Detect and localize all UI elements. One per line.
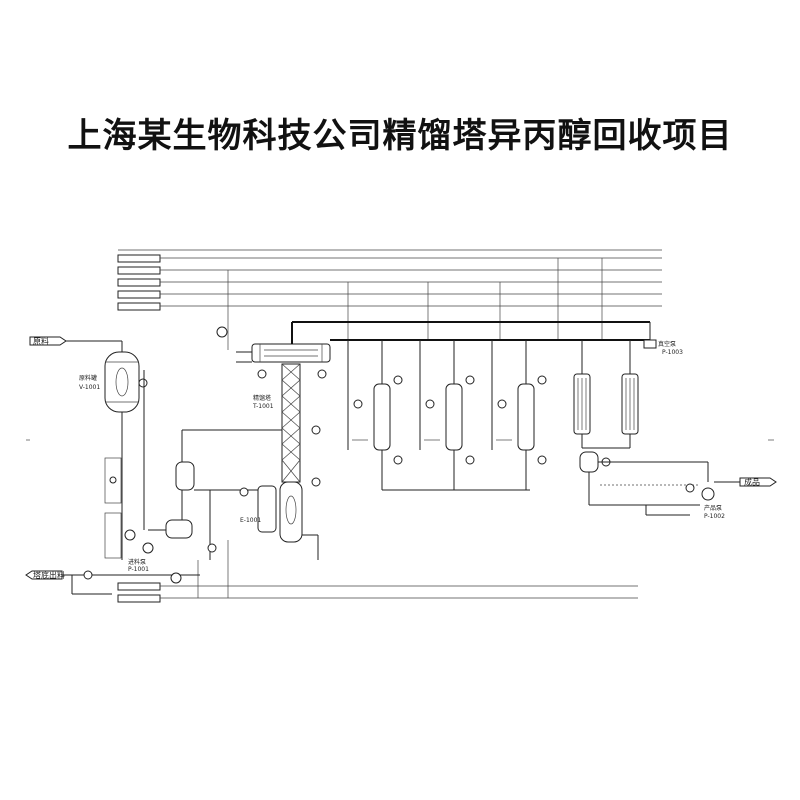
reflux-drum: E-1001 bbox=[165, 461, 319, 560]
column-name: 精馏塔 bbox=[253, 394, 271, 402]
heat-exchangers bbox=[573, 340, 639, 449]
vacuum-pump-name: 真空泵 bbox=[658, 340, 676, 348]
vacuum-pump: 真空泵 P-1003 bbox=[643, 322, 683, 356]
bottom-header-lines bbox=[117, 540, 638, 603]
feed-pump-name: 进料泵 bbox=[128, 558, 146, 566]
feed-pump-tag: P-1001 bbox=[128, 566, 149, 573]
product-pump-tag: P-1002 bbox=[704, 513, 725, 520]
product-pump-name: 产品泵 bbox=[704, 504, 722, 512]
utility-tag-2 bbox=[117, 266, 161, 275]
product-section: 产品泵 P-1002 成品 bbox=[579, 451, 777, 520]
feed-tank-tag: V-1001 bbox=[79, 384, 100, 391]
utility-tag-3 bbox=[117, 278, 161, 287]
reboiler bbox=[257, 485, 277, 533]
feed-tank: 原料罐 V-1001 bbox=[79, 351, 148, 560]
feed-inlet: 原料 bbox=[29, 336, 123, 352]
feed-tank-name: 原料罐 bbox=[79, 374, 97, 382]
utility-tag-1 bbox=[117, 254, 161, 263]
distillation-column: 精馏塔 T-1001 bbox=[252, 363, 321, 543]
waste-outlet-label: 塔底出料 bbox=[33, 570, 65, 580]
reboiler-tag: E-1001 bbox=[240, 517, 261, 524]
feed-pump bbox=[124, 529, 136, 541]
utility-tag-4 bbox=[117, 290, 161, 299]
product-pump bbox=[701, 487, 715, 501]
feed-inlet-label: 原料 bbox=[33, 336, 49, 346]
utility-tag-5 bbox=[117, 302, 161, 311]
column-tag: T-1001 bbox=[252, 403, 274, 410]
condenser bbox=[216, 326, 331, 379]
product-outlet-label: 成品 bbox=[744, 477, 760, 487]
vacuum-pump-tag: P-1003 bbox=[662, 349, 683, 356]
waste-outlet: 塔底出料 bbox=[25, 570, 200, 595]
utility-header-lines bbox=[117, 249, 662, 350]
vessel-series bbox=[347, 340, 547, 491]
page-title: 上海某生物科技公司精馏塔异丙醇回收项目 bbox=[67, 116, 733, 156]
overhead-line bbox=[291, 321, 650, 344]
